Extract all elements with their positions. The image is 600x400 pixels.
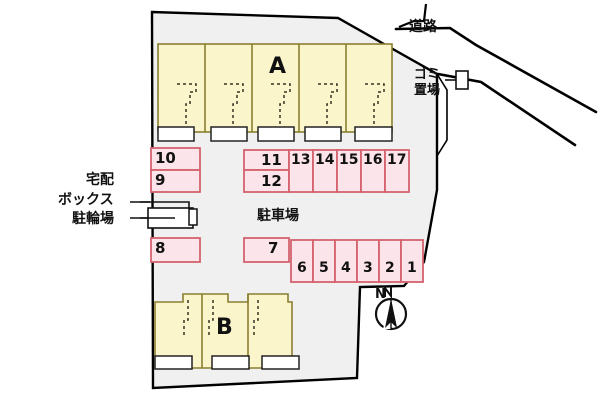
trash-enclosure-outline bbox=[436, 73, 448, 157]
stall-10[interactable] bbox=[150, 147, 201, 171]
building-b bbox=[154, 293, 300, 370]
building-a-stair-marks bbox=[177, 83, 385, 126]
stall-8[interactable] bbox=[150, 237, 201, 263]
stall-13[interactable] bbox=[288, 149, 314, 193]
stall-5[interactable] bbox=[312, 239, 336, 283]
stall-7[interactable] bbox=[243, 237, 290, 263]
trash-box-icon bbox=[455, 70, 469, 90]
stall-16[interactable] bbox=[360, 149, 386, 193]
building-a-body bbox=[157, 43, 393, 133]
road-line-main bbox=[394, 26, 598, 114]
parking-group-south bbox=[290, 239, 424, 283]
stall-15[interactable] bbox=[336, 149, 362, 193]
stall-6[interactable] bbox=[290, 239, 314, 283]
stall-14[interactable] bbox=[312, 149, 338, 193]
road-line-lower bbox=[436, 72, 577, 147]
parking-group-center bbox=[243, 149, 410, 193]
parking-group-west-upper bbox=[150, 147, 201, 193]
building-a bbox=[157, 43, 393, 142]
building-a-entries bbox=[157, 126, 393, 142]
stall-9[interactable] bbox=[150, 169, 201, 193]
road-line-upper bbox=[398, 3, 428, 29]
stall-4[interactable] bbox=[334, 239, 358, 283]
stall-1[interactable] bbox=[400, 239, 424, 283]
building-b-entries bbox=[154, 355, 300, 370]
stall-17[interactable] bbox=[384, 149, 410, 193]
stall-3[interactable] bbox=[356, 239, 380, 283]
compass-rose bbox=[374, 285, 408, 331]
stall-12[interactable] bbox=[243, 169, 290, 193]
delivery-box-icon bbox=[188, 208, 198, 226]
building-b-stair-marks bbox=[183, 300, 259, 338]
stall-2[interactable] bbox=[378, 239, 402, 283]
stall-11[interactable] bbox=[243, 149, 290, 171]
